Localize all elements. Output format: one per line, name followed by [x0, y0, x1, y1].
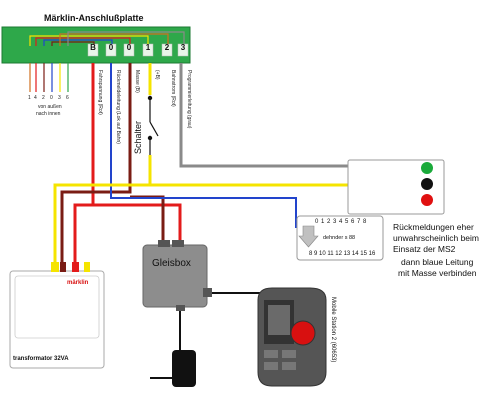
transformer-label: transformator 32VA [13, 356, 69, 362]
wire-label-rueckmelde: Rückmeldeleitung (Lok auf Bahn) [115, 70, 121, 144]
decoder-arrow [298, 225, 319, 248]
switch-symbol [147, 95, 159, 155]
note-line-1: Rückmeldungen eher [393, 222, 474, 232]
wire-label-plus-b: (+B) [154, 70, 160, 80]
board-terminals [87, 43, 189, 57]
led-red [421, 194, 433, 206]
led-green [421, 162, 433, 174]
board-internal-lines [29, 31, 185, 46]
switch-label: Schalter [133, 120, 143, 154]
red-wire [91, 63, 182, 245]
transformer-box [9, 270, 105, 369]
transformer-terminal-yellow-2 [84, 262, 90, 272]
note-line-3: Einsatz der MS2 [393, 244, 456, 254]
pin-label-3: 3 [180, 43, 186, 52]
decoder-bottom-numbers: 8 9 10 11 12 13 14 15 16 [309, 251, 376, 257]
gleisbox-body [142, 244, 208, 308]
pin-label-2: 2 [164, 43, 170, 52]
board-title: Märklin-Anschlußplatte [44, 13, 144, 23]
pin-label-1: 1 [145, 43, 151, 52]
left-pin-2: 2 [42, 95, 45, 101]
grey-wire [179, 63, 350, 168]
pin-label-0a: 0 [108, 43, 114, 52]
left-pin-3: 3 [58, 95, 61, 101]
pin-label-0b: 0 [126, 43, 132, 52]
wire-label-programmier: Programmierleitung (grau) [186, 70, 192, 129]
blue-wire [110, 63, 297, 228]
brown-wire [60, 63, 132, 262]
pin-label-b: B [90, 43, 96, 52]
led-indicator-box [347, 159, 445, 215]
wire-label-bahnstrom: Bahnstrom (Rot) [170, 70, 176, 107]
left-caption-1: von außen [38, 104, 62, 110]
led-black [421, 178, 433, 190]
wire-label-fahrspannung: Fahrspannung (Rot) [97, 70, 103, 115]
mobile-station-device [257, 287, 327, 387]
left-pin-6: 6 [66, 95, 69, 101]
note-feedback: Rückmeldungen eher unwahrscheinlich beim… [393, 222, 479, 255]
left-pin-1: 1 [28, 95, 31, 101]
s88-decoder-box [296, 215, 384, 261]
transformer-terminal-red [72, 262, 79, 272]
transformer-terminal-yellow [51, 262, 59, 272]
wire-label-masse: Masse (B) [134, 70, 140, 93]
note-line-2: unwahrscheinlich beim [393, 233, 479, 243]
decoder-top-numbers: 0 1 2 3 4 5 6 7 8 [315, 219, 367, 225]
yellow-wire-bottom [53, 155, 152, 262]
left-caption-2: nach innen [36, 111, 61, 117]
transformer-brand: märklin [67, 280, 89, 286]
note-blue-wire: dann blaue Leitung mit Masse verbinden [398, 257, 476, 279]
transformer-terminal-brown [60, 262, 66, 272]
decoder-label: dehnder s 88 [323, 235, 356, 241]
note-line-5: mit Masse verbinden [398, 268, 477, 278]
gleisbox-label: Gleisbox [152, 258, 191, 269]
mobile-station-label: Mobile Station 2 (60653) [330, 297, 336, 363]
red-wire-to-transformer [73, 203, 93, 262]
note-line-4: dann blaue Leitung [401, 257, 474, 267]
left-stub-wires [29, 63, 69, 92]
left-pin-0: 0 [50, 95, 53, 101]
left-pin-4: 4 [34, 95, 37, 101]
power-plug [172, 350, 196, 387]
